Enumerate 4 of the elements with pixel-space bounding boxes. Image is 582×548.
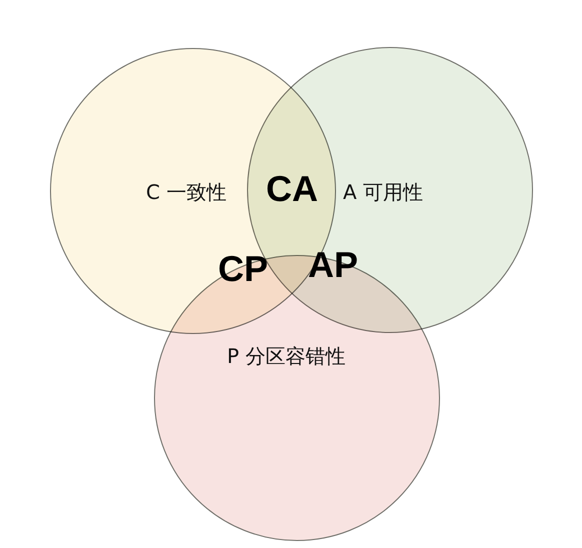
set-label: P 分区容错性 [227, 343, 346, 370]
set-label: A 可用性 [343, 179, 424, 206]
intersection-label: CA [266, 168, 318, 210]
set-label: C 一致性 [146, 179, 226, 206]
